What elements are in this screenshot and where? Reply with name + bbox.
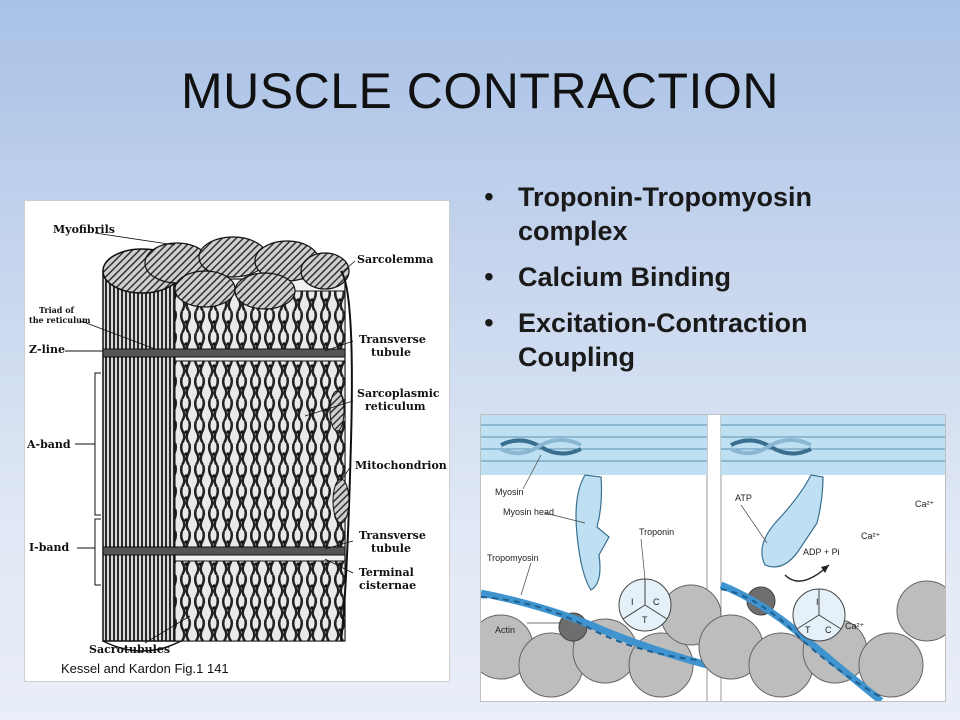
muscle-fiber-figure: Myofibrils Sarcolemma Triad of the retic… (24, 200, 450, 682)
label-transverse-tubule-2a: Transverse (359, 529, 426, 542)
bullet-list: Troponin-Tropomyosin complex Calcium Bin… (484, 180, 904, 386)
label-sarcolemma: Sarcolemma (357, 253, 433, 266)
label-transverse-tubule-2b: tubule (371, 542, 411, 555)
label-sub-i: I (631, 597, 634, 607)
label-a-band: A-band (26, 438, 71, 451)
label-atp: ATP (735, 493, 752, 503)
label-terminal-b: cisternae (359, 579, 416, 592)
label-myofibrils: Myofibrils (53, 223, 115, 236)
label-transverse-tubule-1a: Transverse (359, 333, 426, 346)
label-tropomyosin: Tropomyosin (487, 553, 539, 563)
label-mitochondrion: Mitochondrion (355, 459, 447, 472)
panel-resting: Myosin Myosin head Troponin Tropomyosin … (481, 415, 722, 698)
label-triad-2: the reticulum (29, 315, 91, 325)
label-sacrotubules: Sacrotubules (89, 643, 170, 656)
label-sub-t: T (642, 615, 648, 625)
bullet-item: Excitation-Contraction Coupling (484, 306, 904, 374)
label-transverse-tubule-1b: tubule (371, 346, 411, 359)
label-myosin: Myosin (495, 487, 524, 497)
label-sub-t-b: T (805, 625, 811, 635)
fiber-bundle (102, 236, 353, 652)
label-z-line: Z-line (29, 343, 65, 356)
label-sub-c: C (653, 597, 660, 607)
label-troponin: Troponin (639, 527, 674, 537)
label-ca-3: Ca²⁺ (845, 621, 865, 631)
muscle-fiber-illustration: Myofibrils Sarcolemma Triad of the retic… (26, 223, 447, 676)
leader-lines (80, 232, 356, 644)
label-sub-c-b: C (825, 625, 832, 635)
panel-active: ATP ADP + Pi Ca²⁺ Ca²⁺ Ca²⁺ I T C (698, 415, 945, 701)
label-i-band: I-band (29, 541, 70, 554)
label-triad-1: Triad of (39, 305, 75, 315)
bullet-item: Calcium Binding (484, 260, 904, 294)
band-brackets (65, 350, 103, 586)
label-actin: Actin (495, 625, 515, 635)
label-sarcoplasmic-b: reticulum (365, 400, 426, 413)
troponin-tropomyosin-illustration: Myosin Myosin head Troponin Tropomyosin … (481, 415, 945, 701)
label-terminal-a: Terminal (359, 566, 414, 579)
label-adp: ADP + Pi (803, 547, 840, 557)
troponin-tropomyosin-figure: Myosin Myosin head Troponin Tropomyosin … (480, 414, 946, 702)
label-sarcoplasmic-a: Sarcoplasmic (357, 387, 440, 400)
label-ca-1: Ca²⁺ (915, 499, 935, 509)
label-ca-2: Ca²⁺ (861, 531, 881, 541)
label-sub-i-b: I (816, 597, 819, 607)
figure-caption: Kessel and Kardon Fig.1 141 (61, 661, 229, 676)
bullet-item: Troponin-Tropomyosin complex (484, 180, 904, 248)
label-myosin-head: Myosin head (503, 507, 554, 517)
slide-title: MUSCLE CONTRACTION (181, 63, 779, 119)
